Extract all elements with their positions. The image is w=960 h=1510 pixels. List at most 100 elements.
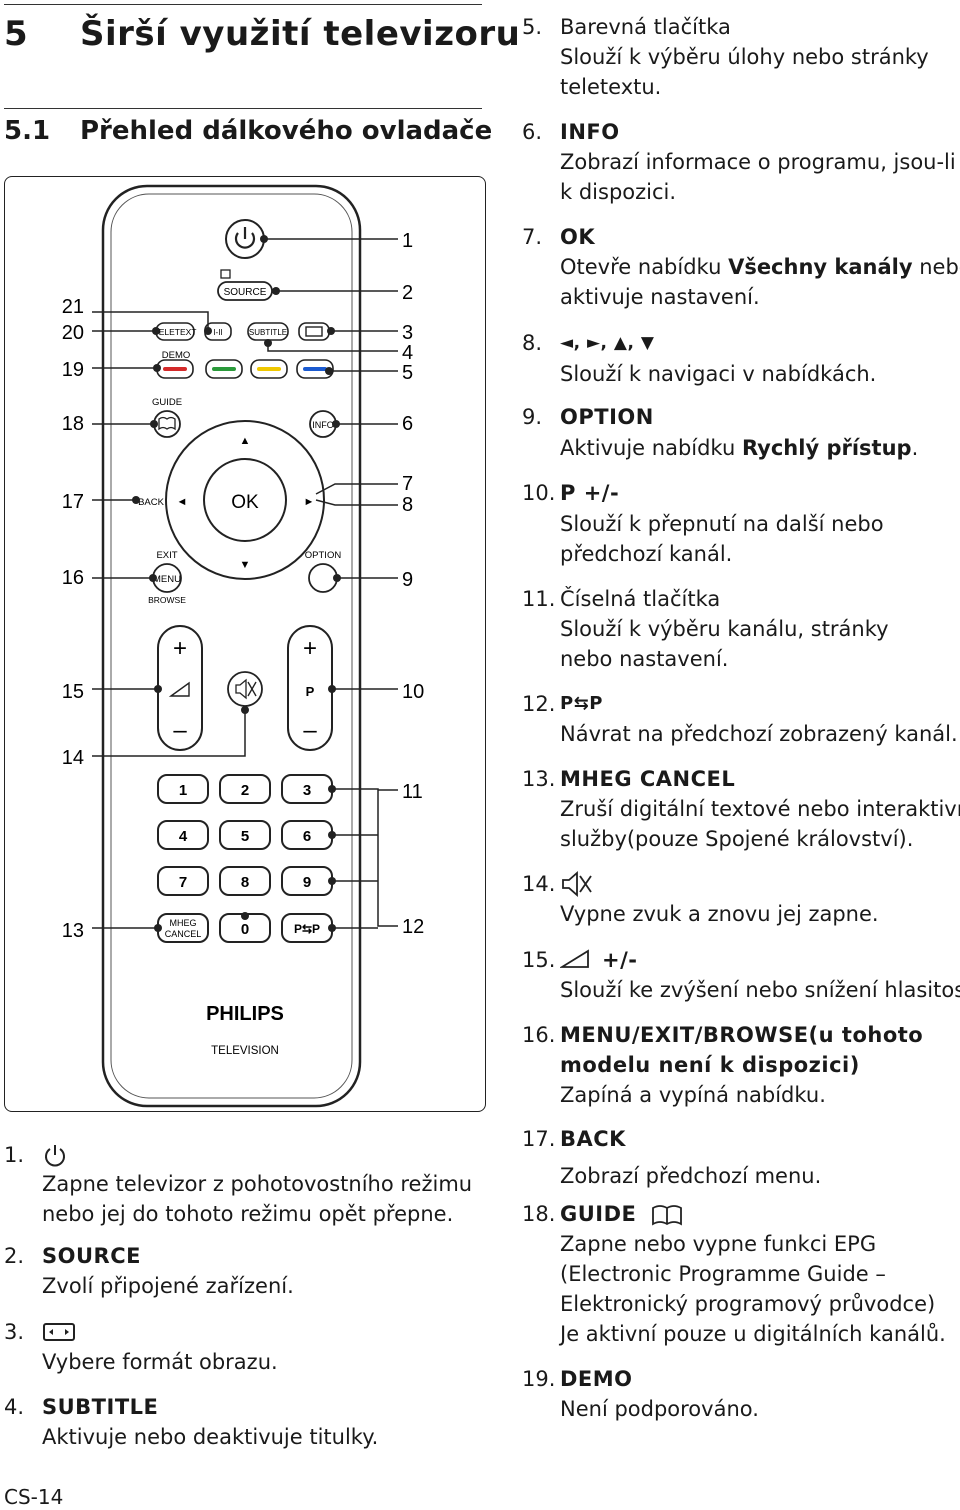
callout-number: 21 (62, 296, 84, 318)
digit-3-button[interactable]: 3 (281, 774, 333, 804)
power-icon (234, 232, 256, 249)
item-title: SOURCE (42, 1244, 141, 1268)
digit-9-button[interactable]: 9 (281, 866, 333, 896)
option-label: OPTION (305, 550, 342, 561)
callout-lines (92, 238, 398, 929)
callout-number: 13 (62, 920, 84, 942)
item-number: 4. (4, 1395, 25, 1419)
callout-number: 4 (402, 342, 413, 364)
source-button-label: SOURCE (224, 287, 267, 298)
left-arrow-icon: ◄ (177, 496, 188, 508)
subtitle-label: SUBTITLE (249, 328, 287, 337)
digit-1-button[interactable]: 1 (157, 774, 209, 804)
item-desc: teletextu. (560, 75, 662, 99)
callout-number: 10 (402, 681, 424, 703)
item-desc: Není podporováno. (560, 1397, 759, 1421)
up-arrow-icon: ▲ (240, 435, 251, 447)
item-desc: Návrat na předchozí zobrazený kanál. (560, 722, 958, 746)
item-desc: Otevře nabídku Všechny kanály nebo (560, 255, 960, 279)
menu-button[interactable]: MENU (152, 563, 182, 593)
callout-number: 3 (402, 322, 413, 344)
program-rocker[interactable]: + P – (287, 625, 333, 751)
digit-4-button[interactable]: 4 (157, 820, 209, 850)
option-button[interactable] (308, 563, 338, 593)
item-title: DEMO (560, 1367, 633, 1391)
info-label: INFO (312, 420, 334, 430)
callout-number: 12 (402, 916, 424, 938)
section-number: 5.1 (4, 116, 51, 146)
color-key-4[interactable] (296, 359, 334, 379)
item-desc: Zruší digitální textové nebo interaktivn… (560, 797, 960, 821)
color-key-2[interactable] (205, 359, 243, 379)
callout-number: 1 (402, 230, 413, 252)
digit-label: 1 (179, 782, 187, 799)
format-button[interactable] (298, 322, 330, 341)
callout-number: 15 (62, 681, 84, 703)
item-desc: Je aktivní pouze u digitálních kanálů. (560, 1322, 946, 1346)
digit-7-button[interactable]: 7 (157, 866, 209, 896)
browse-label: BROWSE (148, 595, 186, 605)
item-number: 16. (522, 1023, 556, 1047)
brand-logo: PHILIPS (206, 1003, 284, 1025)
mute-button[interactable] (227, 671, 263, 707)
item-title: Barevná tlačítka (560, 15, 731, 39)
callout-number: 7 (402, 473, 413, 495)
color-key-1[interactable] (156, 359, 194, 379)
item-number: 11. (522, 587, 556, 611)
item-desc: Aktivuje nabídku Rychlý přístup. (560, 436, 919, 460)
subtitle-button[interactable]: SUBTITLE (247, 322, 289, 341)
item-desc: nebo nastavení. (560, 647, 729, 671)
item-title: ◄, ►, ▲, ▼ (560, 333, 655, 353)
callout-number: 6 (402, 413, 413, 435)
item-title: GUIDE (560, 1202, 637, 1226)
pp-button[interactable]: P⇆P (281, 913, 333, 943)
digit-5-button[interactable]: 5 (219, 820, 271, 850)
program-p-label: P (306, 684, 315, 699)
digit-label: 2 (241, 782, 249, 799)
item-desc: Elektronický programový průvodce) (560, 1292, 936, 1316)
volume-icon (168, 681, 190, 697)
item-desc: Aktivuje nebo deaktivuje titulky. (42, 1425, 379, 1449)
teletext-label: TELETEXT (154, 327, 197, 337)
callout-number: 16 (62, 567, 84, 589)
item-title: MHEG CANCEL (560, 767, 736, 791)
item-title-cont: modelu není k dispozici) (560, 1053, 860, 1077)
back-label: BACK (138, 497, 165, 508)
item-number: 12. (522, 692, 556, 716)
item-number: 6. (522, 120, 543, 144)
remote-inner-edge (110, 193, 353, 1099)
dual-label: I-II (213, 328, 222, 337)
item-desc: Vypne zvuk a znovu jej zapne. (560, 902, 879, 926)
volume-rocker[interactable]: + – (157, 625, 203, 751)
item-title: MENU/EXIT/BROWSE(u tohoto (560, 1023, 924, 1047)
item-number: 3. (4, 1320, 25, 1344)
ok-label: OK (231, 492, 259, 513)
color-key-3[interactable] (250, 359, 288, 379)
volume-minus-label: – (173, 717, 187, 744)
power-icon (45, 1145, 65, 1167)
callout-number: 14 (62, 747, 84, 769)
digit-6-button[interactable]: 6 (281, 820, 333, 850)
digit-2-button[interactable]: 2 (219, 774, 271, 804)
color-keys (156, 359, 334, 379)
digit-8-button[interactable]: 8 (219, 866, 271, 896)
power-button[interactable] (225, 219, 265, 259)
down-arrow-icon: ▼ (240, 559, 251, 571)
item-desc: k dispozici. (560, 180, 677, 204)
ok-button[interactable]: OK (203, 458, 287, 542)
item-desc: Zobrazí předchozí menu. (560, 1164, 822, 1188)
item-desc: Slouží k výběru kanálu, stránky (560, 617, 889, 641)
item-desc: Zapne nebo vypne funkci EPG (560, 1232, 877, 1256)
digit-label: 7 (179, 874, 187, 891)
volume-icon (560, 949, 589, 968)
volume-plus-label: + (173, 635, 187, 662)
item-desc: (Electronic Programme Guide – (560, 1262, 886, 1286)
mheg-cancel-button[interactable]: MHEG CANCEL (157, 913, 209, 943)
pp-label: P⇆P (294, 922, 320, 936)
item-desc: Zobrazí informace o programu, jsou-li (560, 150, 956, 174)
